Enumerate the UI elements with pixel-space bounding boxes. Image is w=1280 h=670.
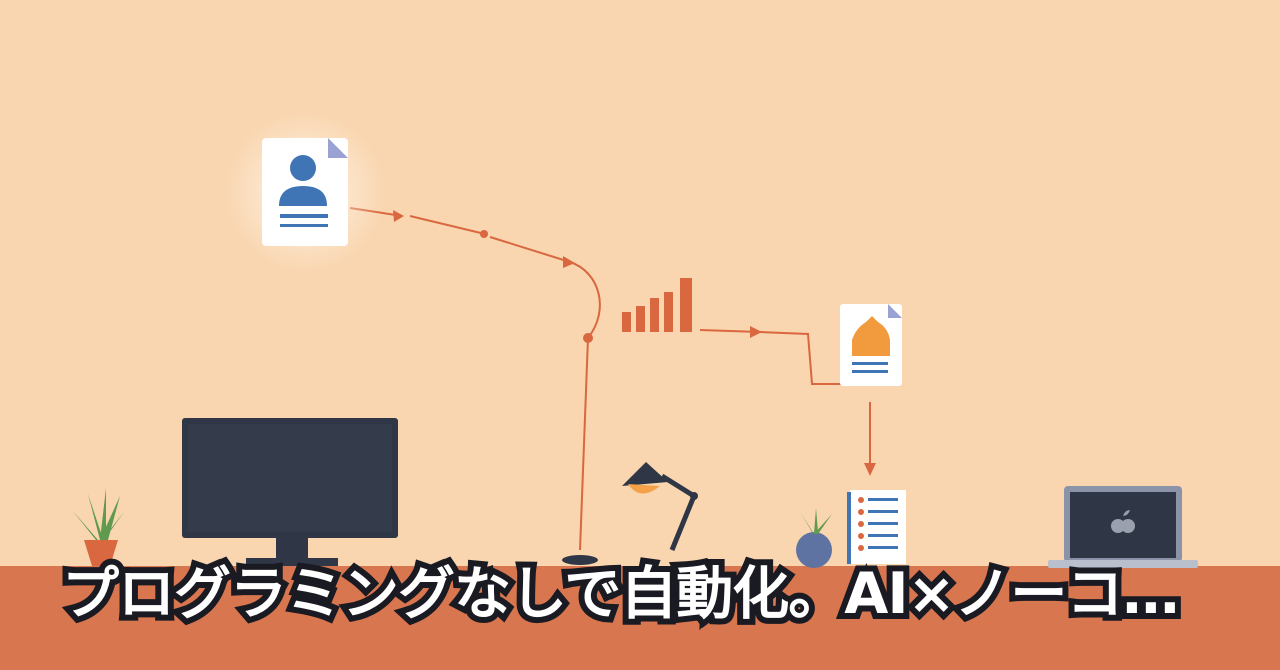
arrow-heads	[393, 210, 876, 476]
checklist-icon	[847, 490, 906, 564]
profile-document-icon	[225, 112, 385, 272]
bar-chart-icon	[622, 278, 692, 332]
plant-icon	[72, 488, 124, 566]
monitor-icon	[182, 418, 398, 566]
desk-lamp-icon	[562, 462, 698, 565]
workflow-connector-lines	[349, 207, 871, 551]
plant-icon	[796, 508, 832, 568]
desk	[0, 566, 1280, 670]
headline-title: プログラミングなしで自動化。AI×ノーコ…	[56, 555, 1185, 633]
apple-logo-icon	[1111, 510, 1135, 533]
orange-document-icon	[840, 304, 902, 386]
laptop-icon	[1048, 486, 1198, 568]
